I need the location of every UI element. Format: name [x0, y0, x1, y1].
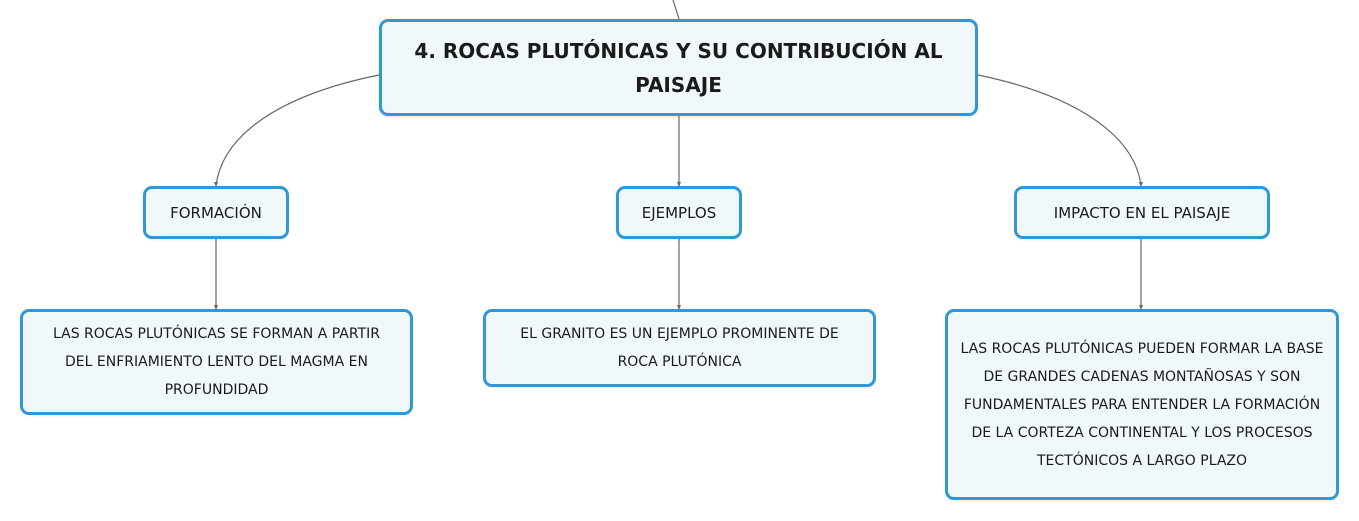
arrowhead-impacto [1139, 182, 1143, 187]
arrowhead-ejemplos-detail [677, 305, 681, 310]
detail-formacion[interactable]: LAS ROCAS PLUTÓNICAS SE FORMAN A PARTIR … [20, 309, 413, 415]
topic-impacto[interactable]: IMPACTO EN EL PAISAJE [1014, 186, 1270, 239]
detail-formacion-text: LAS ROCAS PLUTÓNICAS SE FORMAN A PARTIR … [53, 326, 380, 398]
topic-ejemplos[interactable]: EJEMPLOS [616, 186, 742, 239]
connector-root-to-formacion [215, 74, 380, 187]
arrowhead-impacto-detail [1139, 305, 1143, 310]
detail-impacto[interactable]: LAS ROCAS PLUTÓNICAS PUEDEN FORMAR LA BA… [945, 309, 1339, 500]
connector-parent-to-root [672, 0, 680, 20]
topic-formacion-label: FORMACIÓN [170, 203, 262, 222]
connector-root-to-impacto [977, 74, 1142, 187]
arrowhead-formacion-detail [214, 305, 218, 310]
topic-ejemplos-label: EJEMPLOS [641, 203, 717, 222]
arrowhead-formacion [214, 182, 218, 187]
root-topic-label: 4. ROCAS PLUTÓNICAS Y SU CONTRIBUCIÓN AL… [414, 38, 943, 97]
topic-impacto-label: IMPACTO EN EL PAISAJE [1053, 203, 1231, 222]
detail-ejemplos-text: EL GRANITO ES UN EJEMPLO PROMINENTE DE R… [520, 326, 839, 370]
detail-impacto-text: LAS ROCAS PLUTÓNICAS PUEDEN FORMAR LA BA… [960, 340, 1324, 469]
topic-formacion[interactable]: FORMACIÓN [143, 186, 289, 239]
detail-ejemplos[interactable]: EL GRANITO ES UN EJEMPLO PROMINENTE DE R… [483, 309, 876, 387]
arrowhead-ejemplos [677, 182, 681, 187]
root-topic[interactable]: 4. ROCAS PLUTÓNICAS Y SU CONTRIBUCIÓN AL… [379, 19, 978, 116]
